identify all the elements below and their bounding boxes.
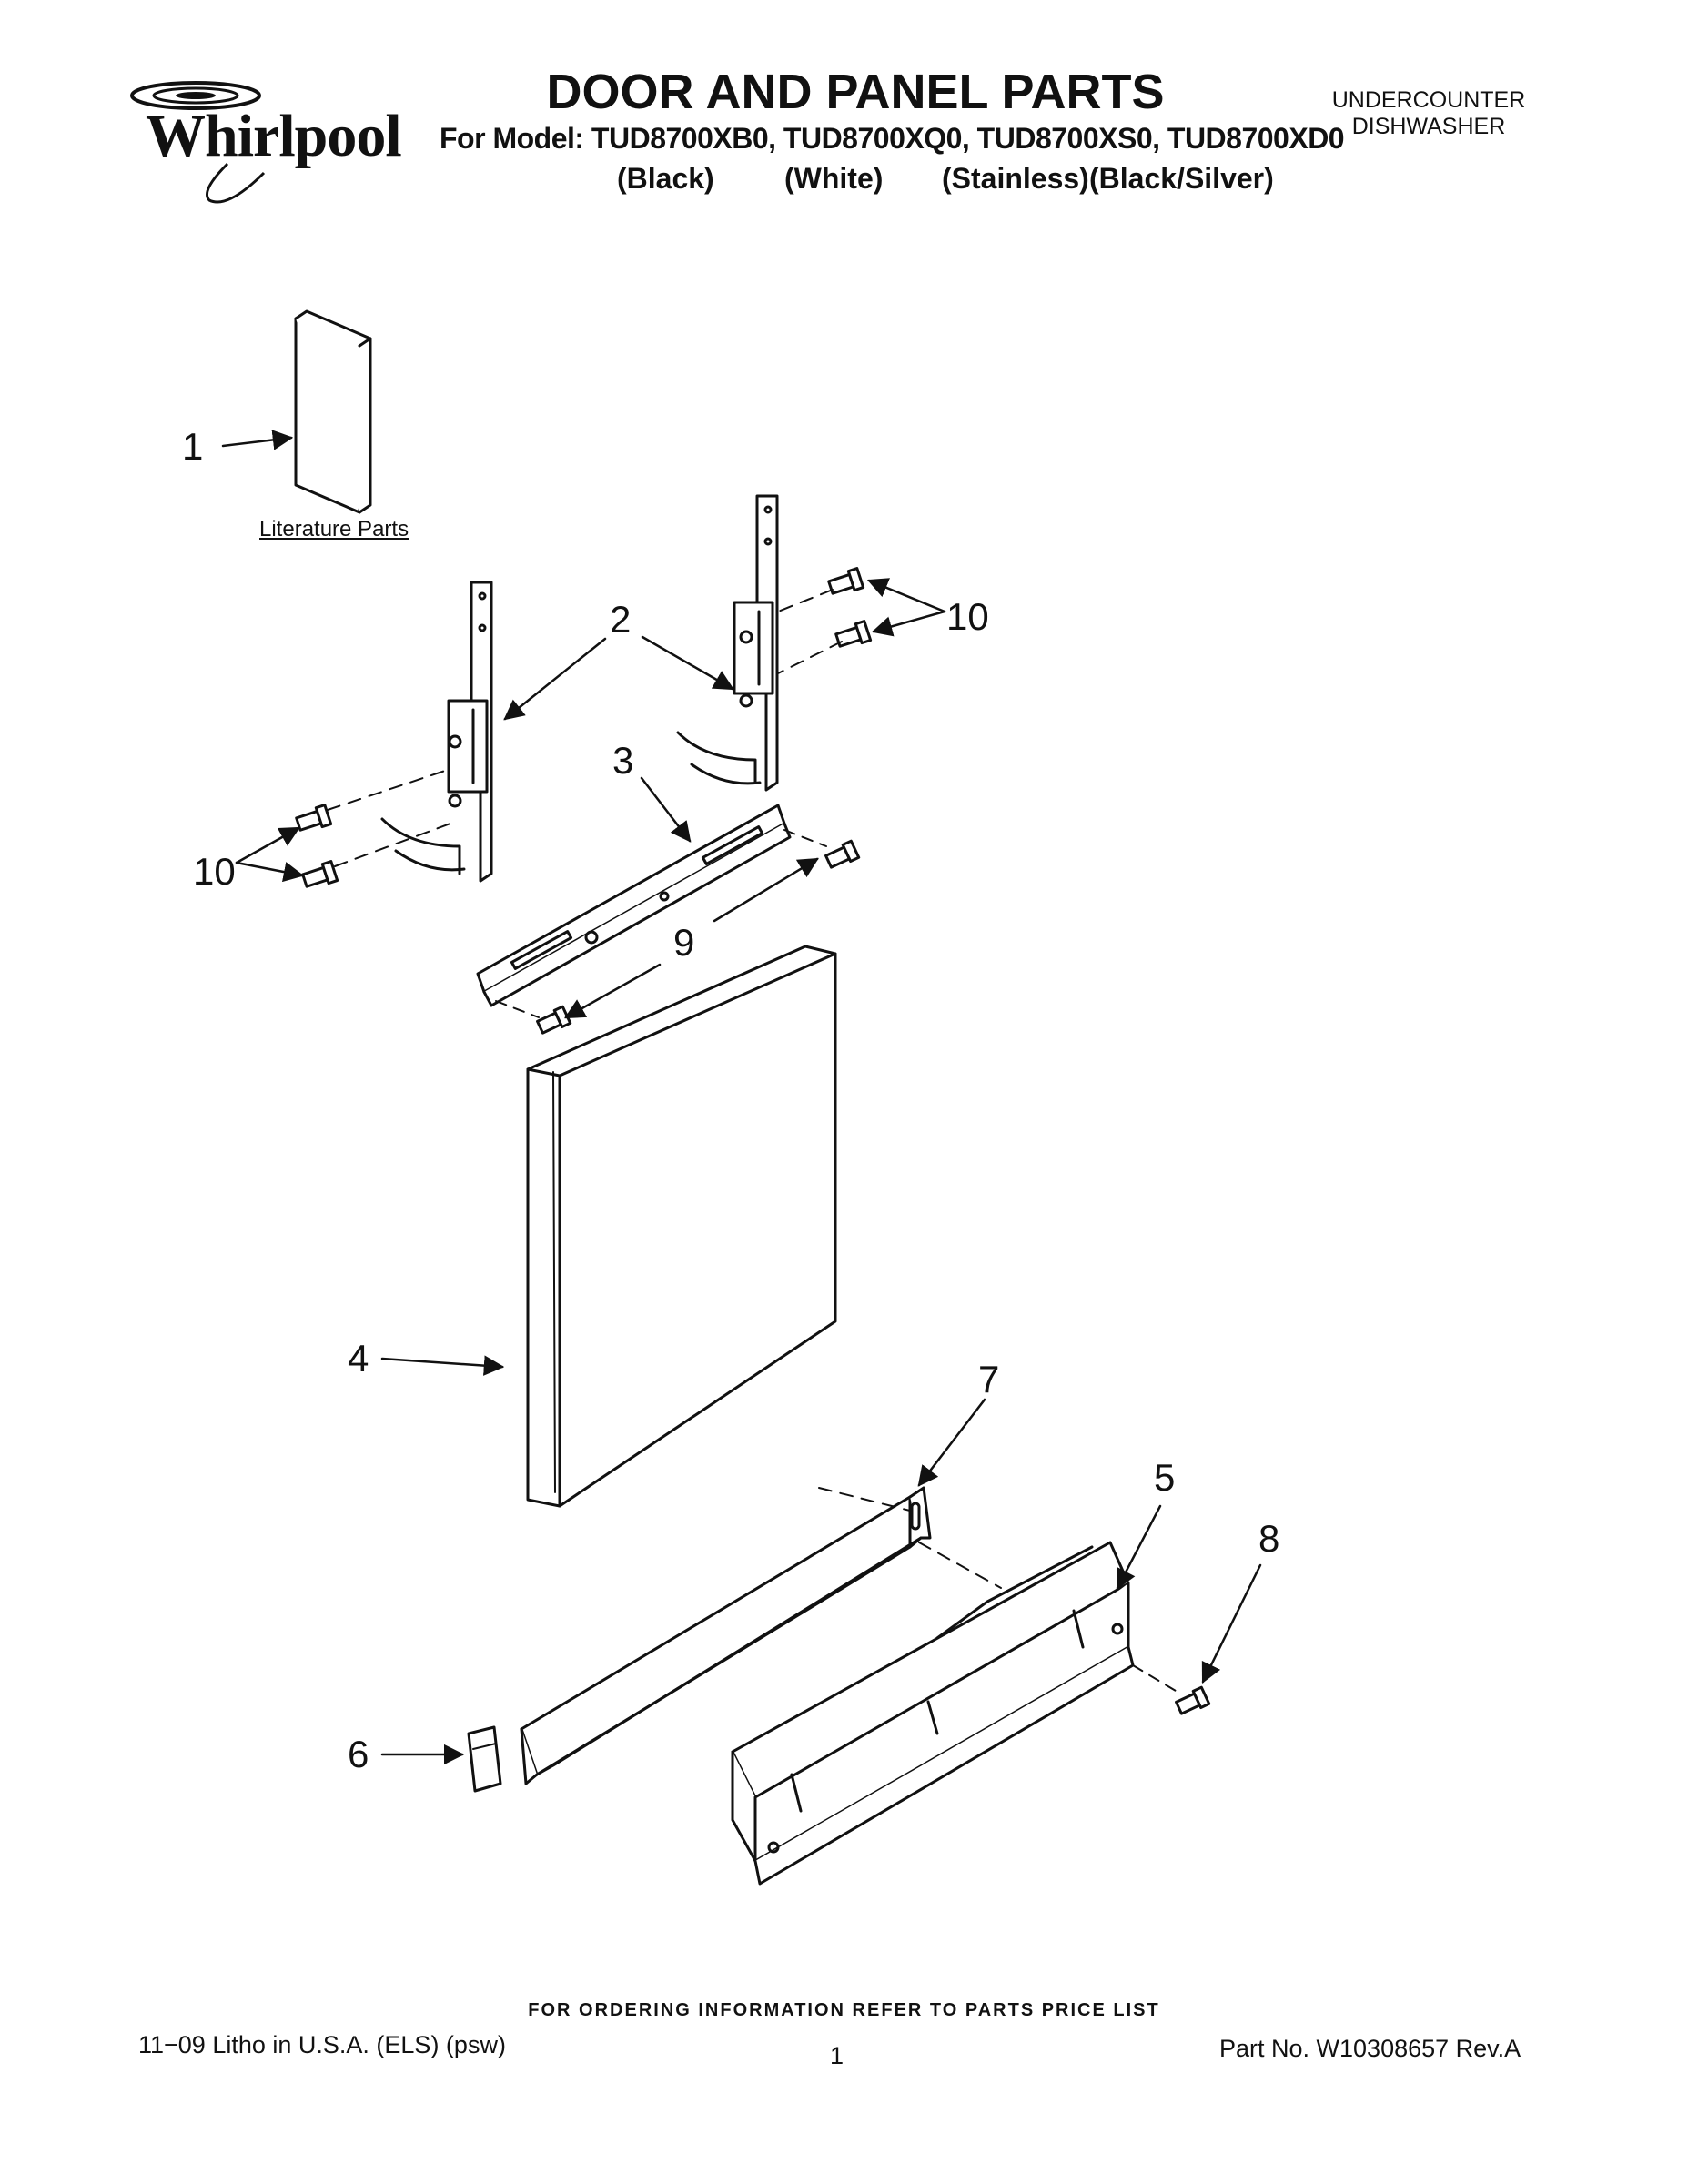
variant-stainless: (Stainless) (942, 162, 1089, 195)
callout-3: 3 (612, 739, 633, 782)
variant-white: (White) (784, 162, 884, 195)
support-bracket (476, 804, 792, 1007)
whirlpool-swirl-logo (130, 81, 266, 204)
callout-1: 1 (182, 425, 203, 468)
hinge-screws (295, 567, 873, 888)
callout-7: 7 (978, 1358, 999, 1400)
callout-labels: 1 2 10 3 10 9 4 7 5 8 6 (182, 425, 1279, 1775)
callout-6: 6 (348, 1733, 369, 1775)
brand-wordmark: Whirlpool (146, 103, 402, 169)
part-number: Part No. W10308657 Rev.A (1219, 2035, 1521, 2062)
variant-black: (Black) (617, 162, 714, 195)
ordering-note: FOR ORDERING INFORMATION REFER TO PARTS … (528, 2000, 1160, 2020)
category-line-1: UNDERCOUNTER (1331, 87, 1526, 113)
leader-lines (221, 430, 1262, 1765)
callout-4: 4 (348, 1337, 369, 1380)
litho-info: 11−09 Litho in U.S.A. (ELS) (psw) (138, 2031, 506, 2058)
model-list: For Model: TUD8700XB0, TUD8700XQ0, TUD87… (440, 122, 1345, 155)
page-number: 1 (830, 2042, 844, 2069)
callout-8: 8 (1258, 1517, 1279, 1560)
door-panel (526, 945, 837, 1508)
toe-panel (520, 1486, 1002, 1785)
literature-parts-label: Literature Parts (259, 517, 409, 541)
retaining-clip (467, 1725, 502, 1793)
bracket-screws (495, 829, 861, 1035)
literature-booklet (294, 309, 372, 514)
access-panel (731, 1541, 1135, 1886)
panel-screw (1132, 1664, 1211, 1715)
callout-10-left: 10 (193, 850, 236, 893)
callout-9: 9 (673, 921, 694, 964)
page-title: DOOR AND PANEL PARTS (546, 65, 1165, 119)
hinge-bracket-left (380, 581, 493, 883)
hinge-bracket-right (676, 494, 779, 792)
category-line-2: DISHWASHER (1351, 114, 1506, 139)
callout-2: 2 (610, 598, 631, 641)
variant-black-silver: (Black/Silver) (1089, 162, 1274, 195)
callout-10-right: 10 (946, 595, 989, 638)
callout-5: 5 (1154, 1456, 1175, 1499)
